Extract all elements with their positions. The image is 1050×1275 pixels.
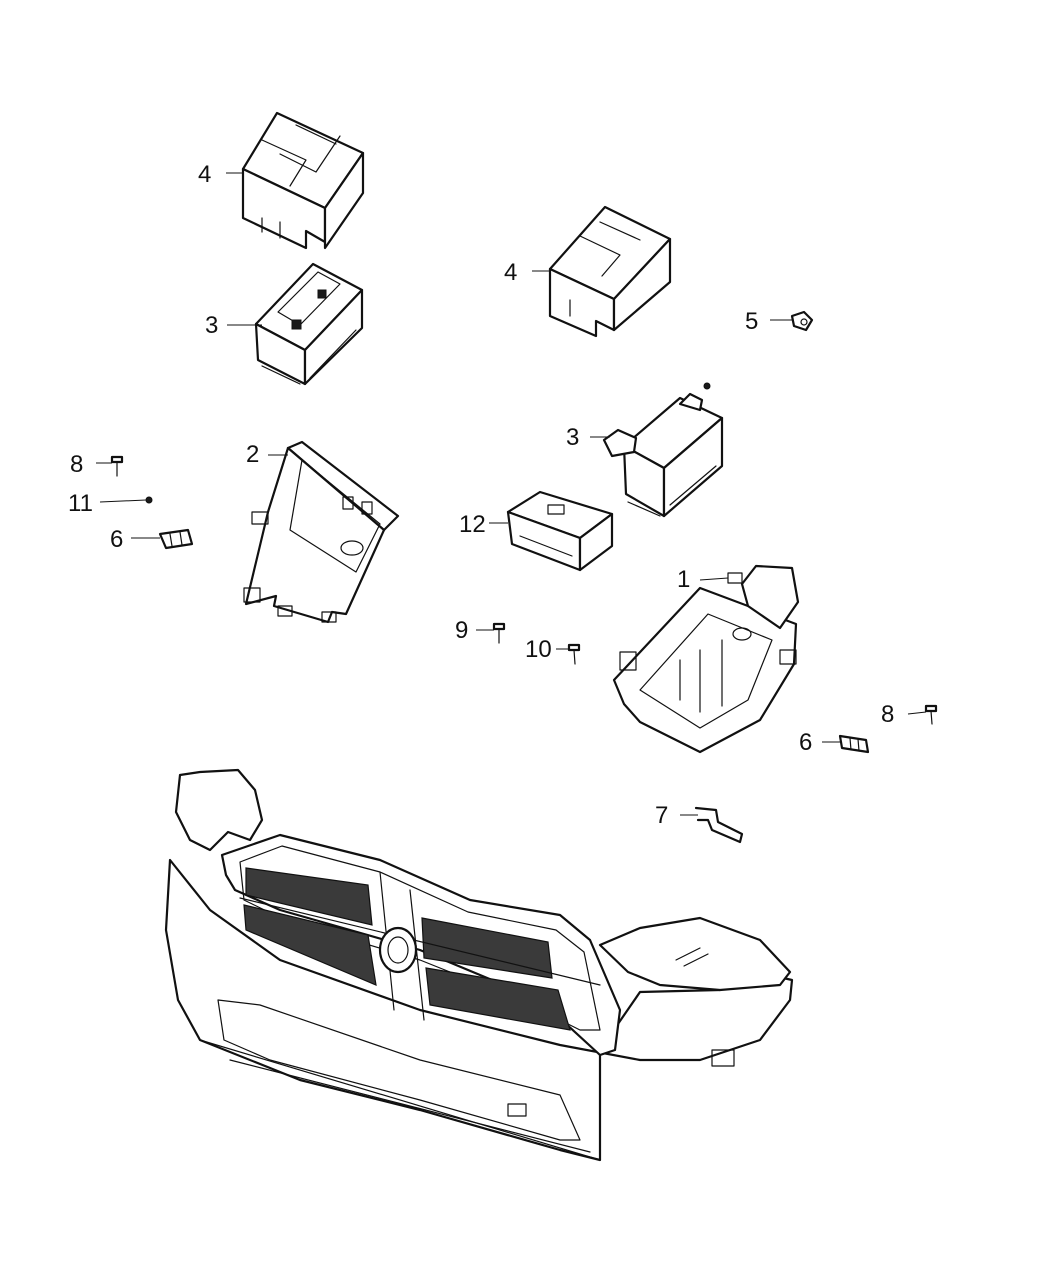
callout-6-right: 6 [799, 729, 812, 756]
leader-lines [96, 172, 927, 816]
callout-12: 12 [459, 511, 486, 538]
callout-5: 5 [745, 308, 758, 335]
callout-2: 2 [246, 441, 259, 468]
clip-part-5 [790, 310, 814, 332]
bolt-part-10 [567, 643, 581, 665]
nut-part-6-right [838, 734, 870, 754]
callout-3-right: 3 [566, 424, 579, 451]
callout-10: 10 [525, 636, 552, 663]
bolt-part-8-right [924, 704, 938, 725]
clip-part-11 [145, 496, 153, 504]
callout-6-left: 6 [110, 526, 123, 553]
battery-insulator-right [548, 205, 672, 338]
battery-tray-part-2 [243, 440, 400, 624]
battery-right [602, 382, 724, 518]
battery-insulator-left [241, 111, 365, 250]
nut-part-6-left [158, 528, 194, 550]
callout-9: 9 [455, 617, 468, 644]
callout-4-right: 4 [504, 259, 517, 286]
front-grille-fascia [164, 768, 794, 1162]
bolt-part-9 [492, 622, 506, 644]
callout-8-right: 8 [881, 701, 894, 728]
battery-left [254, 262, 364, 386]
battery-tray-part-1 [612, 564, 800, 754]
callout-4-left: 4 [198, 161, 211, 188]
bracket-part-7 [694, 806, 744, 844]
callout-7: 7 [655, 802, 668, 829]
power-module-part-12 [506, 490, 614, 572]
callout-labels: 1 2 3 3 4 4 5 6 6 7 8 8 9 10 11 12 [68, 161, 894, 829]
callout-8-left: 8 [70, 451, 83, 478]
callout-3-left: 3 [205, 312, 218, 339]
callout-1: 1 [677, 566, 690, 593]
callout-11: 11 [68, 490, 93, 517]
bolt-part-8-left [110, 455, 124, 477]
